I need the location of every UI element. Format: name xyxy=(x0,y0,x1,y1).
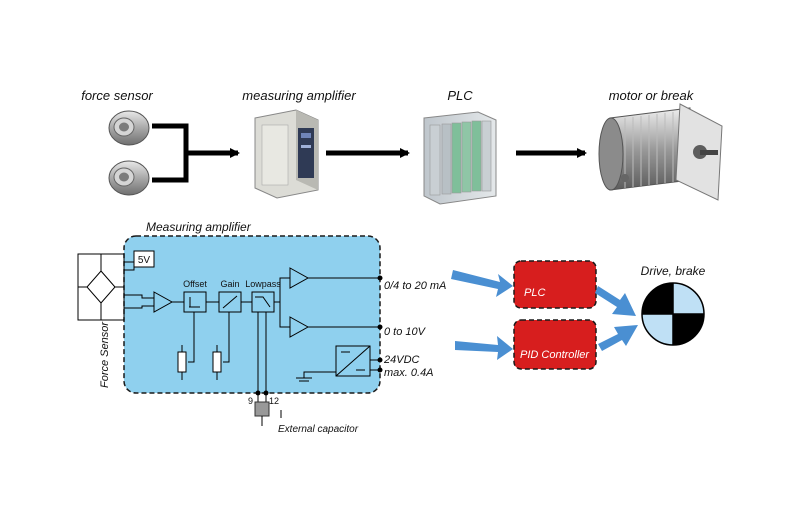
measuring-amplifier-block xyxy=(123,235,381,394)
wire-bridge-to-amp-b xyxy=(124,305,154,309)
plc-box-label: PLC xyxy=(524,287,545,299)
pin-12-label: 12 xyxy=(269,396,279,406)
terminal-current-out xyxy=(377,275,383,281)
lowpass-block xyxy=(251,291,275,313)
wire-to-current-out xyxy=(274,277,290,303)
supply-5v-label: 5V xyxy=(138,255,151,266)
dc-converter-diagonal xyxy=(335,345,371,377)
arrow-voltage-to-pid xyxy=(455,336,513,360)
offset-label: Offset xyxy=(183,279,207,289)
pid-controller-label: PID Controller xyxy=(520,349,590,361)
wire-5v-ret xyxy=(124,267,135,271)
force-sensor-image-top xyxy=(108,110,150,146)
supply-voltage-label: 24VDC xyxy=(383,354,420,366)
label-plc: PLC xyxy=(447,88,473,103)
gain-symbol xyxy=(222,295,238,309)
ground-wire xyxy=(303,371,336,378)
sensor-bracket xyxy=(152,123,189,183)
supply-current-label: max. 0.4A xyxy=(384,367,434,379)
voltage-output-label: 0 to 10V xyxy=(384,326,427,338)
terminal-24v-ret xyxy=(377,367,383,373)
pid-controller-box xyxy=(513,319,597,370)
pin-9-label: 9 xyxy=(248,396,253,406)
label-measuring-amplifier: measuring amplifier xyxy=(242,88,356,103)
external-capacitor-label: External capacitor xyxy=(278,424,359,435)
force-sensor-bridge xyxy=(77,253,125,321)
wire-to-voltage-out xyxy=(279,302,290,328)
external-capacitor-symbol xyxy=(254,401,270,417)
label-motor: motor or break xyxy=(609,88,695,103)
supply-5v-box xyxy=(133,250,155,268)
drive-label: Drive, brake xyxy=(641,264,706,278)
lowpass-label: Lowpass xyxy=(245,279,281,289)
plc-box xyxy=(513,260,597,309)
drive-brake-symbol xyxy=(641,282,705,346)
offset-block xyxy=(183,291,207,313)
gain-potentiometer xyxy=(212,312,230,380)
arrow-pid-to-drive xyxy=(598,325,638,351)
schematic-title: Measuring amplifier xyxy=(146,220,252,234)
measuring-amplifier-image xyxy=(254,109,319,199)
pin-9-terminal xyxy=(255,390,261,396)
lowpass-symbol xyxy=(255,296,271,308)
voltage-output-amp xyxy=(289,316,310,338)
force-sensor-vertical-label: Force Sensor xyxy=(99,321,111,388)
force-sensor-image-bottom xyxy=(108,160,150,196)
arrow-current-to-plc xyxy=(451,270,513,297)
input-amplifier-symbol xyxy=(153,291,174,313)
offset-symbol xyxy=(189,297,200,308)
pin-12-terminal xyxy=(263,390,269,396)
arrow-plc-to-drive xyxy=(595,286,636,316)
terminal-24v xyxy=(377,357,383,363)
gain-label: Gain xyxy=(220,279,239,289)
offset-potentiometer xyxy=(177,312,195,380)
terminal-voltage-out xyxy=(377,324,383,330)
plc-image xyxy=(423,111,497,205)
label-force-sensor: force sensor xyxy=(81,88,153,103)
current-output-label: 0/4 to 20 mA xyxy=(384,280,446,292)
wire-bridge-to-amp-a xyxy=(124,294,154,299)
current-output-amp xyxy=(289,267,310,289)
motor-image xyxy=(598,103,723,201)
